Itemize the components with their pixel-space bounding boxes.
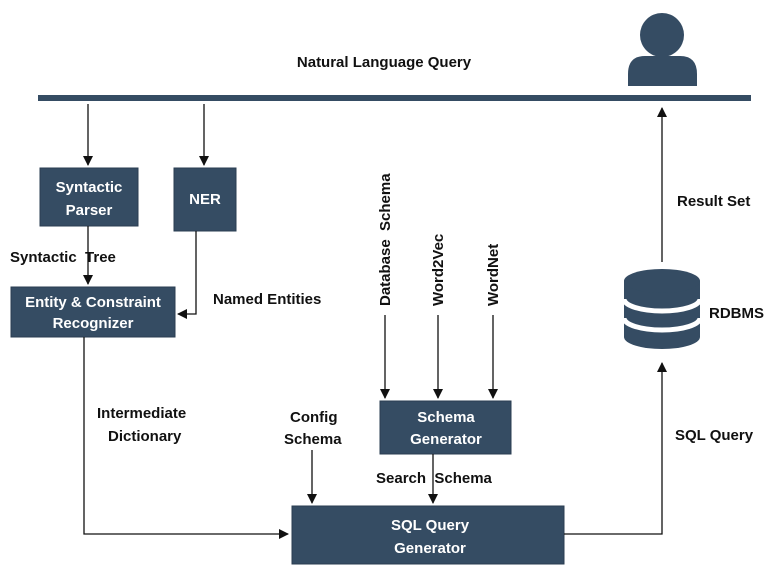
intermediate-dictionary-label-1: Intermediate — [97, 405, 186, 422]
word2vec-label: Word2Vec — [430, 234, 447, 306]
schema-generator-label-2: Generator — [410, 431, 482, 448]
edge-recognizer-to-sqlgen — [83, 337, 289, 539]
syntactic-parser-label-1: Syntactic — [56, 179, 123, 196]
sql-query-label: SQL Query — [675, 427, 754, 444]
database-icon — [621, 269, 703, 349]
sql-generator-label-2: Generator — [394, 540, 466, 557]
result-set-label: Result Set — [677, 193, 750, 210]
entity-recognizer-box: Entity & Constraint Recognizer — [10, 286, 176, 338]
user-icon — [628, 13, 697, 86]
query-label: Natural Language Query — [297, 54, 472, 71]
database-schema-label: Database Schema — [377, 173, 394, 306]
syntactic-parser-label-2: Parser — [66, 202, 113, 219]
edge-ner-to-recognizer — [177, 231, 197, 319]
edge-sqlgen-to-rdbms — [564, 362, 667, 535]
intermediate-dictionary-label-2: Dictionary — [108, 428, 182, 445]
ner-box: NER — [173, 167, 237, 232]
sql-generator-label-1: SQL Query — [391, 517, 470, 534]
sql-generator-box: SQL Query Generator — [291, 505, 565, 565]
config-schema-label-1: Config — [290, 409, 337, 426]
schema-generator-label-1: Schema — [417, 409, 475, 426]
syntactic-parser-box: Syntactic Parser — [39, 167, 139, 227]
query-bar — [38, 95, 751, 101]
rdbms-label: RDBMS — [709, 305, 764, 322]
schema-generator-box: Schema Generator — [379, 400, 512, 455]
named-entities-label: Named Entities — [213, 291, 321, 308]
wordnet-label: WordNet — [485, 244, 502, 306]
config-schema-label-2: Schema — [284, 431, 342, 448]
entity-recognizer-label-1: Entity & Constraint — [25, 294, 161, 311]
syntactic-tree-label: Syntactic Tree — [10, 249, 116, 266]
ner-label: NER — [189, 191, 221, 208]
search-schema-label: Search Schema — [376, 470, 493, 487]
entity-recognizer-label-2: Recognizer — [53, 315, 134, 332]
